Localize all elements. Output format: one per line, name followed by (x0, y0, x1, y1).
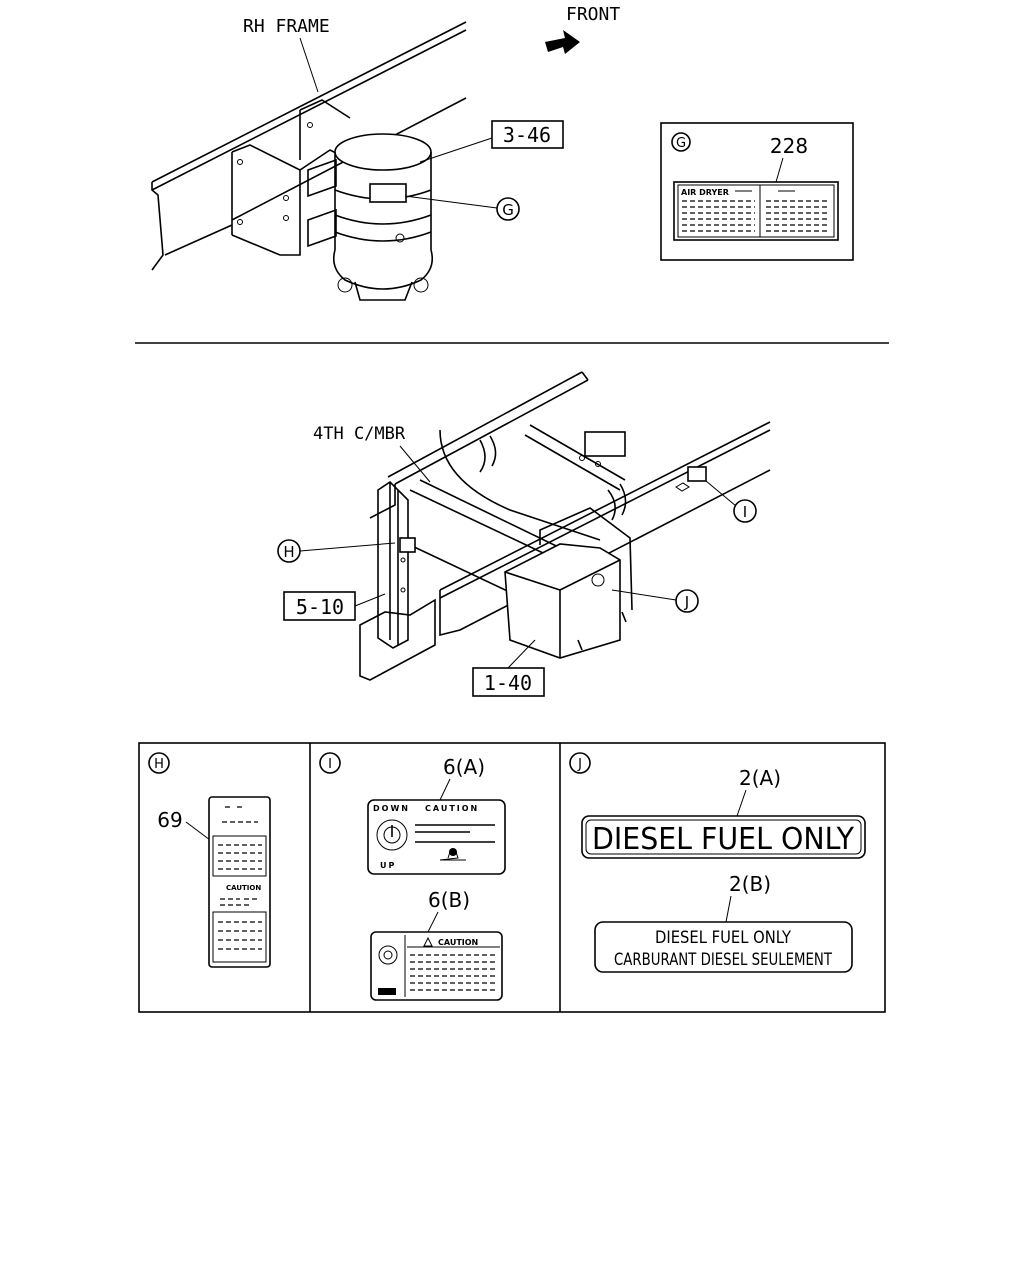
air-dryer-title: AIR DRYER (681, 188, 729, 197)
part-no-6b: 6(B) (428, 888, 470, 912)
detail-j-panel: J 2(A) DIESEL FUEL ONLY 2(B) DIESEL FUEL… (569, 752, 866, 973)
detail-panels: H 69 CAUTION I 6(A) DOWN CAUTION UP (138, 742, 886, 1013)
detail-i-letter: I (328, 757, 332, 772)
i-a-down: DOWN (373, 804, 410, 813)
part-no-228: 228 (770, 134, 808, 158)
i-a-up: UP (380, 861, 396, 870)
part-no-2a: 2(A) (739, 766, 781, 790)
part-no-69: 69 (157, 808, 182, 832)
callout-g: G (502, 201, 514, 219)
part-no-6a: 6(A) (443, 755, 485, 779)
diesel-label-large: DIESEL FUEL ONLY (592, 822, 855, 857)
detail-g-panel: G 228 AIR DRYER (660, 122, 854, 261)
part-ref-3-46: 3-46 (503, 123, 551, 147)
part-ref-5-10: 5-10 (296, 595, 344, 619)
diesel-label-line2: CARBURANT DIESEL SEULEMENT (614, 950, 832, 970)
detail-i-panel: I 6(A) DOWN CAUTION UP 6(B) CAUTION (319, 752, 506, 1001)
part-no-2b: 2(B) (729, 872, 771, 896)
detail-j-letter: J (577, 757, 582, 772)
diesel-label-line1: DIESEL FUEL ONLY (655, 928, 792, 948)
callout-h: H (283, 543, 294, 561)
part-ref-1-40: 1-40 (484, 671, 532, 695)
front-label: FRONT (566, 4, 620, 25)
rh-frame-label: RH FRAME (243, 16, 330, 37)
detail-g-letter: G (676, 136, 686, 151)
callout-j: J (684, 593, 689, 611)
middle-view: 4TH C/MBR H (277, 371, 771, 697)
i-b-caution: CAUTION (438, 938, 478, 947)
front-arrow-icon (545, 30, 580, 54)
i-a-caution: CAUTION (425, 804, 479, 813)
detail-h-panel: H 69 CAUTION (148, 752, 271, 968)
callout-i: I (743, 503, 747, 521)
top-view: RH FRAME FRONT G 3-46 (151, 4, 620, 301)
detail-h-letter: H (154, 757, 164, 772)
h-caution-text: CAUTION (226, 884, 261, 892)
member-label: 4TH C/MBR (313, 424, 406, 444)
